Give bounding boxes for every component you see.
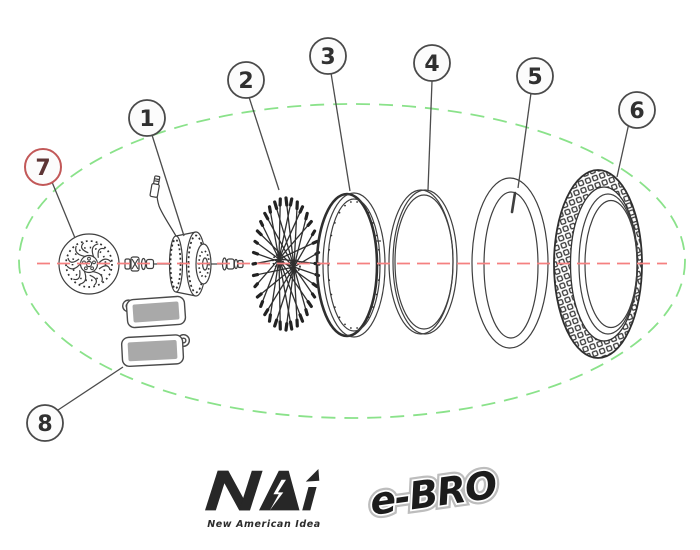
- spoke-holes: [327, 201, 381, 329]
- ebro-logo: e-BRO e-BRO: [363, 459, 503, 528]
- callout-1: 1: [128, 99, 166, 137]
- callout-7-highlighted: 7: [24, 148, 62, 186]
- callout-2-label: 2: [238, 69, 253, 94]
- callout-2: 2: [227, 61, 265, 99]
- axle-hardware-right: [211, 257, 244, 271]
- ebro-logo-text: e-BRO: [367, 463, 499, 524]
- brake-pads: [120, 295, 191, 368]
- nai-letter-i-flag: [305, 469, 320, 482]
- nai-logo: New American Idea: [205, 469, 321, 530]
- disc-blades: [66, 242, 112, 286]
- callout-6-label: 6: [629, 99, 644, 124]
- brake-pad-lower: [120, 333, 191, 368]
- callout-8-label: 8: [37, 412, 52, 437]
- cable-connector: [149, 175, 161, 198]
- callout-5: 5: [516, 57, 554, 95]
- hub-motor: [124, 175, 244, 297]
- callout-8: 8: [26, 404, 64, 442]
- nai-letter-a: [259, 470, 300, 511]
- callout-3-label: 3: [320, 45, 335, 70]
- nai-letter-n-bar1: [205, 470, 229, 511]
- nai-tagline: New American Idea: [207, 519, 321, 530]
- callout-3: 3: [309, 37, 347, 75]
- callout-leaders: [51, 72, 630, 411]
- wheel-rim: [315, 192, 386, 338]
- assembly-boundary-ellipse: [18, 103, 686, 419]
- callout-1-label: 1: [139, 107, 154, 132]
- nai-letter-i-bar: [302, 487, 317, 511]
- callout-5-label: 5: [527, 65, 542, 90]
- valve-stem: [510, 191, 517, 214]
- rim-strip: [388, 189, 458, 335]
- spoke-bundle: [251, 196, 321, 332]
- nai-letter-n-diag: [217, 470, 250, 511]
- callout-4: 4: [413, 44, 451, 82]
- callout-6: 6: [618, 91, 656, 129]
- callout-4-label: 4: [424, 52, 439, 77]
- disc-bolt-holes: [82, 256, 96, 271]
- nai-letter-n-bar2: [239, 470, 263, 511]
- brake-pad-upper: [122, 295, 187, 329]
- callout-7-label: 7: [35, 156, 50, 181]
